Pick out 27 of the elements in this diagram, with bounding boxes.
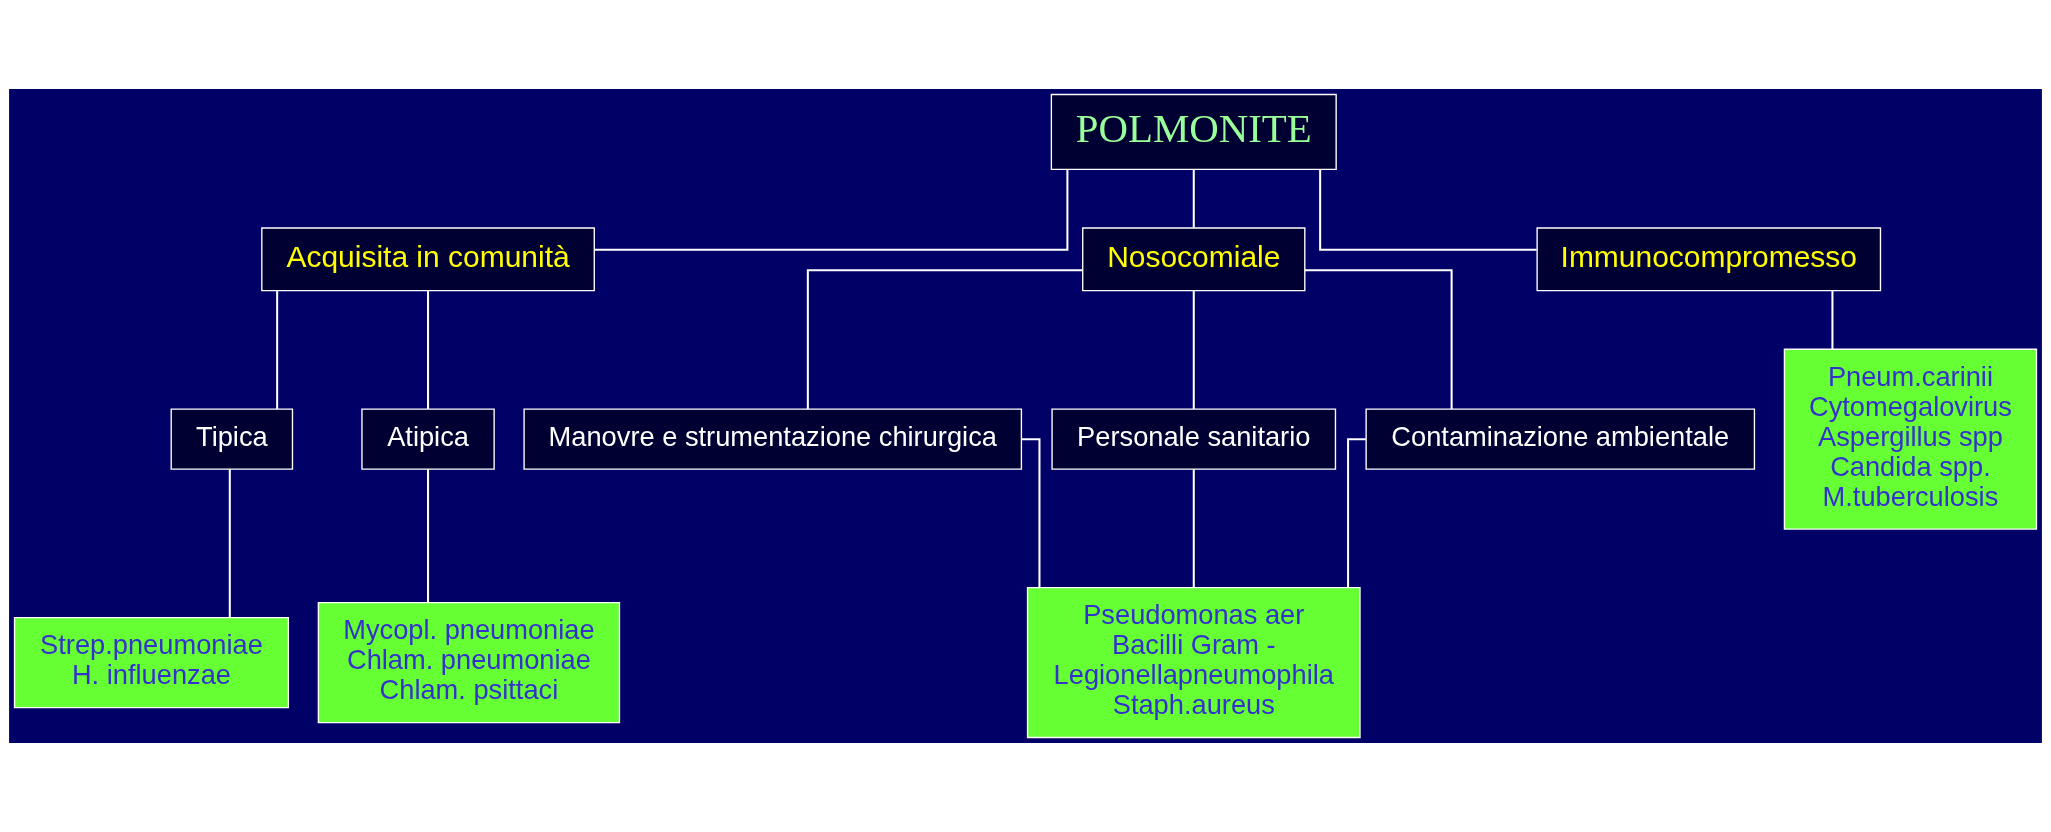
connector	[228, 469, 231, 618]
connector	[427, 469, 430, 603]
connector	[1831, 291, 1834, 350]
connector	[1192, 291, 1195, 409]
connector	[1347, 438, 1366, 588]
node-box: Acquisita in comunità	[261, 227, 595, 292]
node-box: Manovre e strumentazione chirurgica	[523, 408, 1023, 470]
node-box: POLMONITE	[1050, 93, 1337, 171]
connector	[427, 291, 430, 409]
connector	[1192, 169, 1195, 228]
node-box: Pseudomonas aer Bacilli Gram - Legionellapneumophila Staph.aureus	[1026, 587, 1361, 739]
node-box: Contaminazione ambientale	[1365, 408, 1756, 470]
connector	[1305, 269, 1453, 409]
connector	[1319, 169, 1537, 251]
node-box: Atipica	[361, 408, 495, 470]
node-box: Immunocompromesso	[1536, 227, 1882, 292]
node-box: Tipica	[170, 408, 294, 470]
connector	[276, 291, 279, 409]
node-box: Personale sanitario	[1051, 408, 1337, 470]
node-box: Strep.pneumoniae H. influenzae	[13, 616, 290, 709]
connector	[1192, 469, 1195, 588]
node-box: Mycopl. pneumoniae Chlam. pneumoniae Chlam. psittaci	[317, 602, 621, 724]
connector	[594, 169, 1069, 251]
node-box: Nosocomiale	[1082, 227, 1306, 292]
node-box: Pneum.carinii Cytomegalovirus Aspergillus spp Candida spp. M.tuberculosis	[1783, 348, 2038, 530]
connector	[806, 269, 1083, 409]
connector	[1021, 438, 1041, 588]
